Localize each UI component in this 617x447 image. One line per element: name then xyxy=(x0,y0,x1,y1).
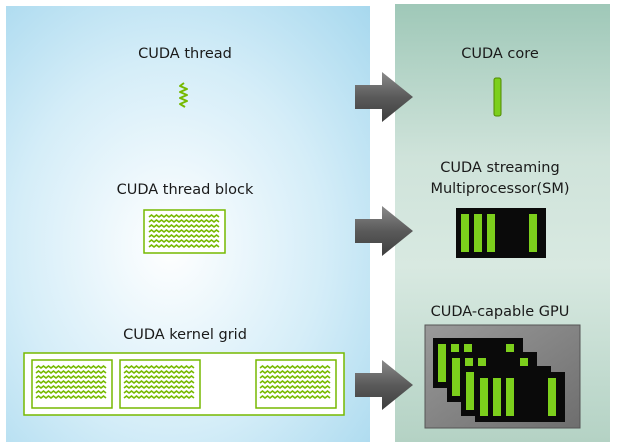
arrow-thread-to-core-icon xyxy=(355,72,413,122)
cuda-core-icon xyxy=(493,77,502,117)
cuda-gpu-icon xyxy=(424,324,581,429)
cuda-thread-block-icon xyxy=(143,209,226,254)
cuda-capable-gpu-label: CUDA-capable GPU xyxy=(430,304,570,320)
cuda-thread-label: CUDA thread xyxy=(138,46,232,62)
cuda-sm-label-line1: CUDA streaming xyxy=(440,160,560,176)
cuda-sm-chip-icon xyxy=(456,208,546,258)
cuda-kernel-grid-label: CUDA kernel grid xyxy=(123,327,247,343)
cuda-thread-block-label: CUDA thread block xyxy=(116,182,254,198)
cuda-thread-icon xyxy=(179,82,188,108)
arrow-grid-to-gpu-icon xyxy=(355,360,413,410)
cuda-core-label: CUDA core xyxy=(461,46,539,62)
cuda-sm-label-line2: Multiprocessor(SM) xyxy=(430,181,570,197)
cuda-kernel-grid-icon xyxy=(23,352,345,416)
arrow-block-to-sm-icon xyxy=(355,206,413,256)
